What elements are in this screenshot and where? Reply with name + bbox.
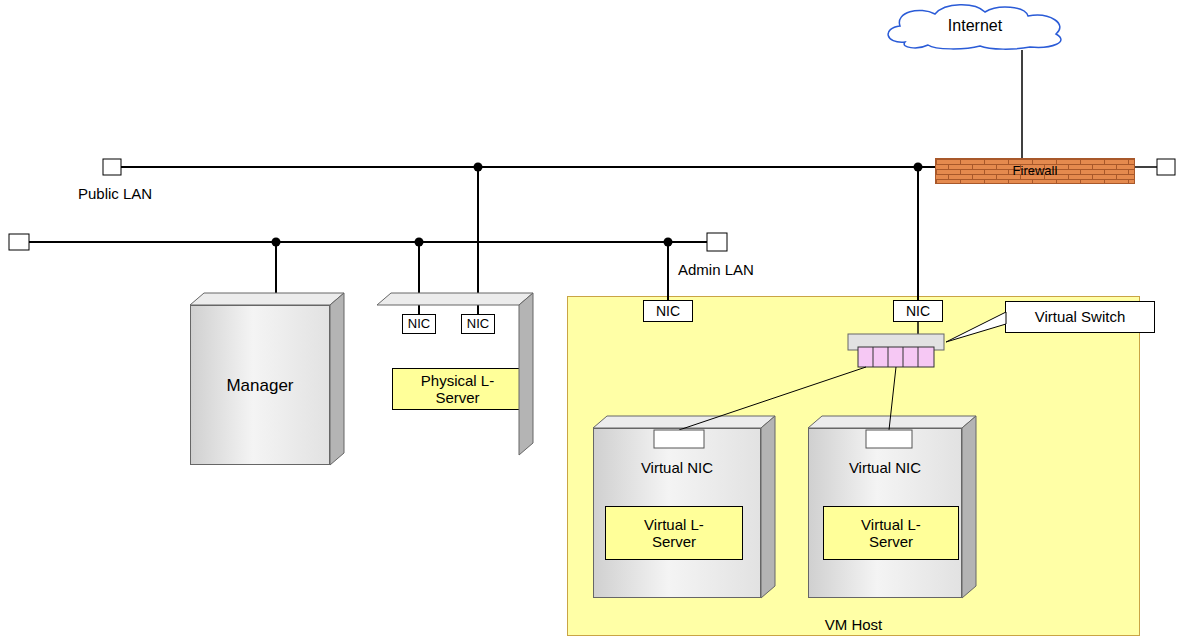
admin-lan bbox=[9, 233, 727, 251]
network-label: Public LAN bbox=[76, 185, 154, 202]
node-text: Internet bbox=[948, 17, 1002, 35]
nic-box: NIC bbox=[643, 300, 693, 322]
nic-box: NIC bbox=[402, 314, 436, 334]
junction-dots bbox=[272, 163, 923, 247]
nic-box: NIC bbox=[893, 300, 943, 322]
node-text: Virtual NIC bbox=[641, 459, 713, 476]
box-side-face bbox=[519, 293, 533, 455]
junction-dot bbox=[914, 163, 923, 172]
virtual-nic-port bbox=[866, 430, 912, 448]
box-top-face bbox=[593, 416, 775, 428]
junction-dot bbox=[474, 163, 483, 172]
drop-wire bbox=[275, 242, 277, 299]
junction-dot bbox=[664, 238, 673, 247]
drop-wires bbox=[276, 167, 918, 314]
switch-uplink bbox=[917, 322, 919, 334]
nic-box: NIC bbox=[461, 314, 495, 334]
node-text: Virtual NIC bbox=[849, 459, 921, 476]
junction-dot bbox=[415, 238, 424, 247]
callout-box: Virtual Switch bbox=[1005, 301, 1155, 333]
cloud-outline bbox=[888, 5, 1061, 49]
drop-wire bbox=[667, 242, 669, 300]
lan-terminator bbox=[103, 159, 121, 175]
box-top-face bbox=[377, 293, 533, 305]
node-text: NIC bbox=[906, 303, 930, 319]
node-text: Virtual L-Server bbox=[848, 516, 934, 551]
manager-server: Manager bbox=[190, 305, 330, 465]
box-top-face bbox=[190, 293, 344, 305]
firewall: Firewall bbox=[935, 158, 1135, 184]
virtual-machine: Virtual NIC Virtual L-Server bbox=[808, 428, 962, 598]
physical-l-server: Physical L-Server bbox=[392, 368, 523, 410]
switch-port-divider bbox=[873, 347, 918, 367]
node-text: Firewall bbox=[1013, 164, 1058, 179]
switch-ports bbox=[858, 347, 934, 367]
box-top-face bbox=[808, 416, 976, 428]
port-wire bbox=[679, 367, 866, 430]
node-text: Virtual Switch bbox=[1035, 308, 1126, 325]
node-text: Virtual L-Server bbox=[630, 516, 718, 551]
brick-wall bbox=[936, 159, 1134, 183]
server-faces bbox=[190, 293, 976, 598]
virtual-machine: Virtual NIC Virtual L-Server bbox=[593, 428, 761, 598]
public-lan-line bbox=[121, 166, 935, 168]
virtual-l-server: Virtual L-Server bbox=[605, 506, 743, 560]
node-text: Physical L-Server bbox=[413, 372, 502, 407]
admin-lan-line bbox=[29, 241, 707, 243]
drop-wire bbox=[477, 167, 479, 314]
port-wire bbox=[889, 367, 896, 430]
box-side-face bbox=[330, 293, 344, 465]
box-side-face bbox=[962, 416, 976, 598]
junction-dot bbox=[272, 238, 281, 247]
network-link bbox=[1021, 50, 1023, 158]
lan-terminator bbox=[707, 233, 727, 251]
node-text: VM Host bbox=[825, 616, 883, 633]
lan-terminator bbox=[9, 234, 29, 250]
internet-cloud: Internet bbox=[880, 2, 1070, 50]
callout-pointer bbox=[946, 312, 1006, 342]
virtual-l-server: Virtual L-Server bbox=[823, 506, 959, 560]
node-text: NIC bbox=[656, 303, 680, 319]
lan-terminator bbox=[1157, 159, 1175, 175]
node-text: NIC bbox=[467, 317, 489, 332]
node-text: NIC bbox=[408, 317, 430, 332]
public-lan bbox=[103, 159, 1175, 175]
virtual-nic-port bbox=[654, 430, 704, 448]
drop-wire bbox=[917, 167, 919, 300]
network-label: Admin LAN bbox=[676, 261, 756, 278]
public-lan-line bbox=[1135, 166, 1157, 168]
node-text: Manager bbox=[226, 376, 293, 396]
box-side-face bbox=[761, 416, 775, 598]
virtual-switch bbox=[679, 322, 944, 430]
